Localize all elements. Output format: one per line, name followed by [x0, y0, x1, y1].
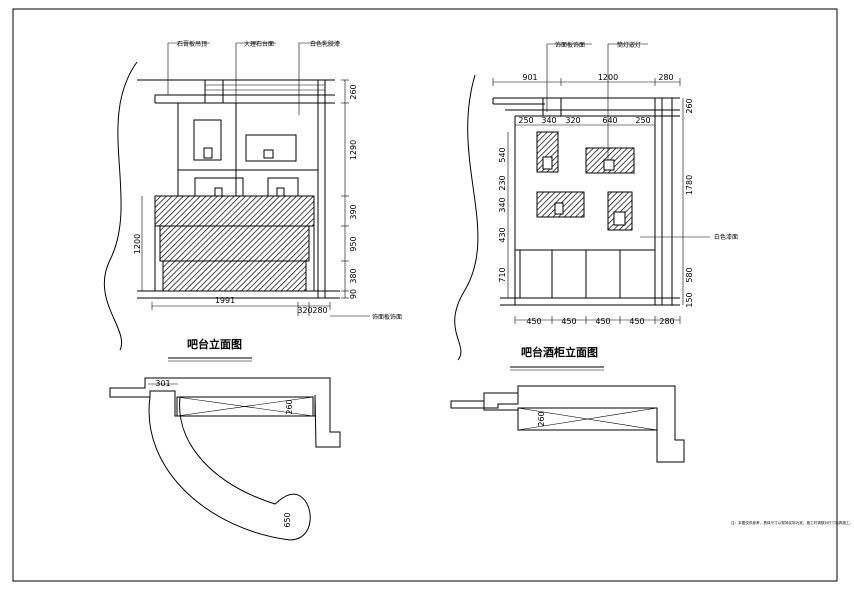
dim-bottom-c4: 450: [629, 317, 644, 326]
dim-bottom-c2: 450: [561, 317, 576, 326]
label-marble: 大理石台面: [244, 40, 274, 48]
footnote: 注：本图仅供参考，具体尺寸以现场实际为准，施工时请核对尺寸后再施工。: [731, 520, 853, 525]
dim-top-3: 280: [658, 73, 673, 82]
dim-bottom-width: 1991: [215, 296, 235, 305]
cabinet-plan: 260: [450, 385, 685, 463]
bar-counter-mid: [159, 225, 310, 262]
dim-bottom-2: 320: [297, 306, 312, 315]
dim-left-4: 430: [498, 227, 507, 242]
plan-dim-depth: 260: [285, 399, 294, 414]
dim-top-1: 901: [522, 73, 537, 82]
break-line-2: [454, 74, 479, 361]
cabinet-elevation: 901 1200 280 250 340 320 640 250 540 230…: [454, 41, 738, 371]
plan-dim-curve: 650: [283, 512, 292, 527]
dim-left-2: 230: [498, 175, 507, 190]
wall-niche-1: [193, 119, 222, 161]
cabinet-plan-box: [517, 407, 658, 431]
dim-ticks-right: [341, 79, 349, 299]
dim-bottom-c3: 450: [595, 317, 610, 326]
dim-left-height: 1200: [133, 234, 142, 254]
dim-right-c4: 150: [685, 292, 694, 307]
wine-niche-1: [536, 131, 559, 173]
plan-dim-top: 301: [155, 379, 170, 388]
wall-niche-4: [267, 177, 299, 197]
break-line: [103, 61, 138, 351]
dim-inner-3: 320: [565, 116, 580, 125]
dim-inner-4: 640: [602, 116, 617, 125]
dim-right-3: 390: [349, 204, 358, 219]
dim-right-4: 950: [349, 236, 358, 251]
dim-inner-5: 250: [635, 116, 650, 125]
label-spot-light: 筒灯嵌灯: [617, 41, 641, 49]
dim-right-c2: 1780: [685, 175, 694, 195]
label-wall-finish: 饰面板饰面: [372, 313, 402, 321]
dim-right-c3: 580: [685, 267, 694, 282]
bar-counter-top: [154, 195, 315, 227]
label-decor-panel: 饰面板饰面: [555, 41, 585, 49]
bar-plan: 301 260 650: [109, 377, 341, 541]
cabinet-elevation-title: 吧台酒柜立面图: [521, 345, 598, 359]
dim-bottom-3: 280: [312, 306, 327, 315]
label-white-paint-2: 白色漆面: [714, 233, 738, 241]
dim-right-1: 260: [349, 84, 358, 99]
label-white-paint: 白色乳胶漆: [310, 40, 340, 48]
wall-niche-2: [245, 134, 297, 162]
dim-right-5: 380: [349, 268, 358, 283]
plan-cabinet: [176, 396, 314, 417]
dim-inner-1: 250: [518, 116, 533, 125]
dim-right-c1: 260: [685, 98, 694, 113]
bar-plan-curve: [148, 396, 311, 541]
label-ceiling: 石膏板吊顶: [177, 40, 207, 48]
cabinet-plan-outline: [450, 385, 685, 463]
dim-inner-2: 340: [541, 116, 556, 125]
bar-counter-base: [162, 260, 307, 292]
bar-elevation: 260 1290 390 950 380 90 1200 1991 320 28…: [103, 40, 402, 362]
dim-left-1: 540: [498, 147, 507, 162]
dim-left-5: 710: [498, 267, 507, 282]
bar-plan-outline: [109, 377, 341, 448]
sheet-border: [12, 8, 838, 582]
bar-elevation-title: 吧台立面图: [187, 337, 242, 351]
cabinet-plan-dim: 260: [537, 411, 546, 426]
dim-bottom-c5: 280: [659, 317, 674, 326]
dim-right-6: 90: [349, 289, 358, 299]
dim-bottom-c1: 450: [526, 317, 541, 326]
dim-right-2: 1290: [349, 140, 358, 160]
dim-left-3: 340: [498, 197, 507, 212]
